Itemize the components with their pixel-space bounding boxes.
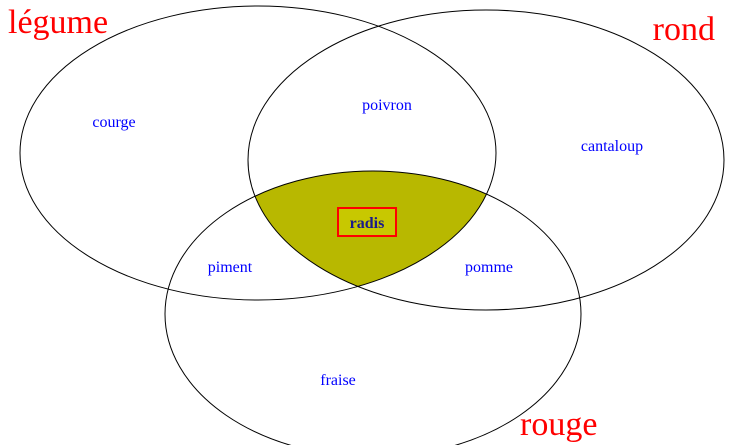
item-pomme: pomme — [465, 259, 513, 276]
item-piment: piment — [208, 259, 253, 276]
radis-highlight-box — [337, 207, 397, 237]
rond-set-label: rond — [653, 11, 715, 48]
item-courge: courge — [92, 114, 135, 131]
item-poivron: poivron — [362, 97, 412, 114]
item-radis: radis — [350, 215, 385, 232]
legume-set-label: légume — [8, 4, 108, 41]
item-cantaloup: cantaloup — [581, 138, 643, 155]
legume-circle — [19, 5, 497, 301]
rouge-circle — [164, 170, 582, 445]
item-fraise: fraise — [320, 372, 356, 389]
rond-circle — [247, 9, 725, 311]
rouge-set-label: rouge — [520, 406, 597, 443]
